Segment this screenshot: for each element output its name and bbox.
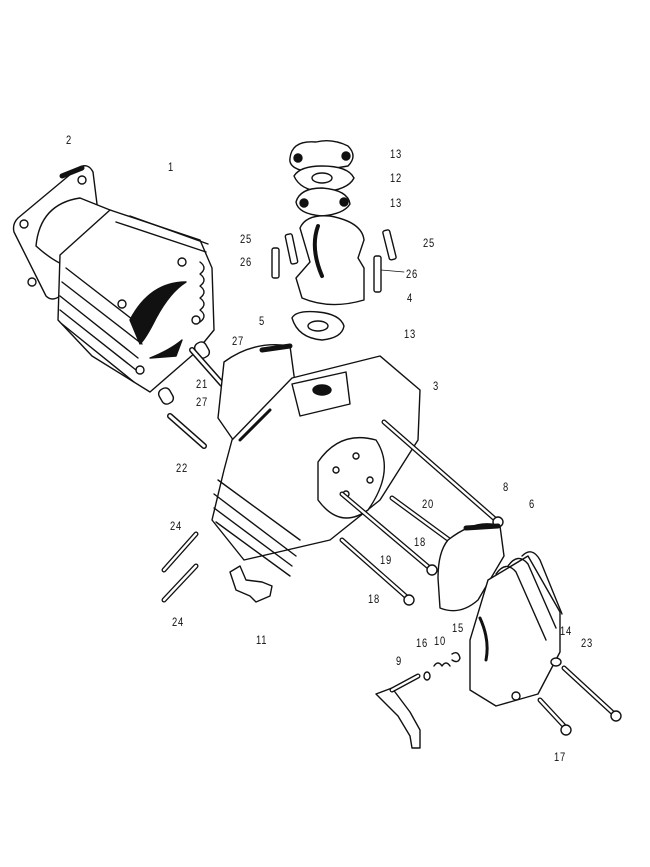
callout-1: 1 [168,160,174,174]
callout-15: 15 [452,621,464,635]
callout-25-left: 25 [240,232,252,246]
callout-20: 20 [422,497,434,511]
callout-3: 3 [433,379,439,393]
callout-8: 8 [503,480,509,494]
callout-26-left: 26 [240,255,252,269]
callout-12: 12 [390,171,402,185]
callout-5: 5 [259,314,265,328]
callout-22: 22 [176,461,188,475]
decompression-lever-part [375,651,461,749]
center-cylinder-part [211,343,421,577]
callout-18-lower: 18 [368,592,380,606]
cylinder-head-part [469,551,563,707]
callout-19: 19 [380,553,392,567]
studs-part [339,419,504,606]
callout-18-upper: 18 [414,535,426,549]
dowels-part [157,341,225,449]
callout-23: 23 [581,636,593,650]
callout-16: 16 [416,636,428,650]
callout-21: 21 [196,377,208,391]
callout-2: 2 [66,133,72,147]
callout-25-right: 25 [423,236,435,250]
callout-26-right: 26 [406,267,418,281]
callout-24-upper: 24 [170,519,182,533]
callout-24-lower: 24 [172,615,184,629]
callout-13-middle: 13 [390,196,402,210]
callout-27-lower: 27 [196,395,208,409]
callout-10: 10 [434,634,446,648]
callout-6: 6 [529,497,535,511]
callout-9: 9 [396,654,402,668]
callout-14: 14 [560,624,572,638]
callout-11: 11 [256,633,268,647]
intake-stack-part [289,139,365,341]
callout-13-top: 13 [390,147,402,161]
callout-13-bottom: 13 [404,327,416,341]
head-bolts-part [537,657,622,736]
callout-27-upper: 27 [232,334,244,348]
left-cylinder-part [35,197,215,393]
callout-17: 17 [554,750,566,764]
intake-bolts-part [271,229,405,293]
head-gasket-part [437,523,505,612]
bracket-part [161,531,273,603]
callout-4: 4 [407,291,413,305]
